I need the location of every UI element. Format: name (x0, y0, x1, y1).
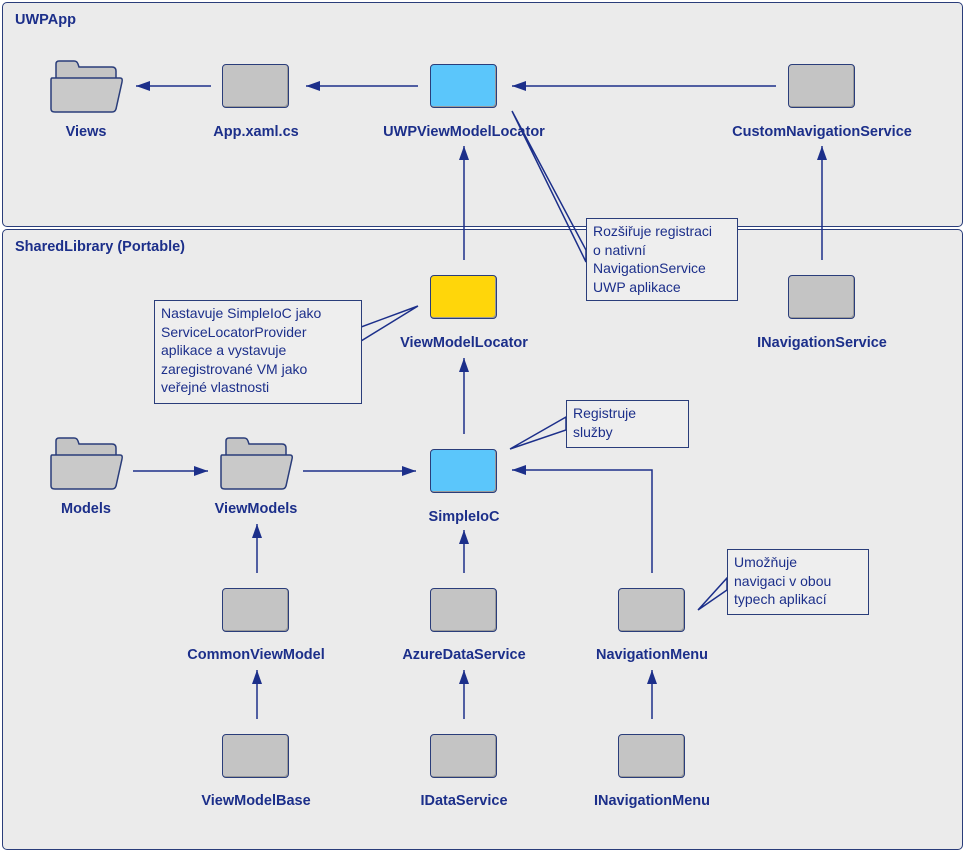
note-line: UWP aplikace (593, 278, 681, 295)
models-folder-icon (50, 437, 123, 490)
callout-navmenu-note (697, 576, 728, 611)
view-model-base-box (222, 734, 289, 778)
note-line: Nastavuje SimpleIoC jako (161, 305, 322, 321)
viewmodels-label: ViewModels (214, 501, 298, 517)
views-label: Views (65, 124, 107, 140)
note-line: ServiceLocatorProvider (161, 323, 307, 340)
custom-navigation-service-box (788, 64, 855, 108)
inavigation-menu-label: INavigationMenu (593, 793, 710, 809)
models-label: Models (61, 501, 111, 517)
view-model-base-label: ViewModelBase (201, 793, 311, 809)
note-line: Registruje (573, 405, 637, 421)
note-line: Umožňuje (734, 554, 798, 570)
note-line: navigaci v obou (734, 572, 832, 589)
uwp-view-model-locator-label: UWPViewModelLocator (383, 124, 545, 140)
inavigation-service-box (788, 275, 855, 319)
viewmodels-folder-icon (220, 437, 293, 490)
note-line: zaregistrované VM jako (161, 360, 308, 377)
inavigation-service-label: INavigationService (757, 335, 887, 351)
view-model-locator-box (430, 275, 497, 319)
arrow-navmenu-to-simpleioc (512, 465, 653, 573)
navigation-menu-note: Umožňuje navigaci v obou typech aplikací (727, 549, 869, 615)
uwp-app-region: UWPApp (2, 2, 963, 227)
note-line: NavigationService (593, 260, 706, 276)
shared-library-region-title: SharedLibrary (Portable) (15, 239, 186, 255)
navigation-menu-box (618, 588, 685, 632)
simple-ioc-label: SimpleIoC (428, 509, 500, 525)
uwp-view-model-locator-box (430, 64, 497, 108)
inavigation-menu-box (618, 734, 685, 778)
app-xaml-cs-box (222, 64, 289, 108)
note-line: o nativní (593, 241, 646, 258)
idata-service-box (430, 734, 497, 778)
uwp-locator-note: Rozšiřuje registraci o nativní Navigatio… (586, 218, 738, 301)
note-line: typech aplikací (734, 591, 827, 607)
view-model-locator-note: Nastavuje SimpleIoC jako ServiceLocatorP… (154, 300, 362, 404)
navigation-menu-label: NavigationMenu (596, 647, 708, 663)
note-line: Rozšiřuje registraci (593, 223, 713, 239)
view-model-locator-label: ViewModelLocator (400, 335, 528, 351)
app-xaml-cs-label: App.xaml.cs (213, 124, 299, 140)
custom-navigation-service-label: CustomNavigationService (732, 124, 912, 140)
note-line: služby (573, 423, 613, 440)
uwp-app-region-title: UWPApp (15, 12, 76, 28)
common-view-model-label: CommonViewModel (187, 647, 325, 663)
note-line: veřejné vlastnosti (161, 379, 270, 395)
simple-ioc-note: Registruje služby (566, 400, 689, 448)
common-view-model-box (222, 588, 289, 632)
idata-service-label: IDataService (420, 793, 508, 809)
simple-ioc-box (430, 449, 497, 493)
callout-simpleioc-note (509, 415, 567, 450)
azure-data-service-label: AzureDataService (402, 647, 526, 663)
views-folder-icon (50, 60, 123, 113)
note-line: aplikace a vystavuje (161, 342, 287, 358)
azure-data-service-box (430, 588, 497, 632)
